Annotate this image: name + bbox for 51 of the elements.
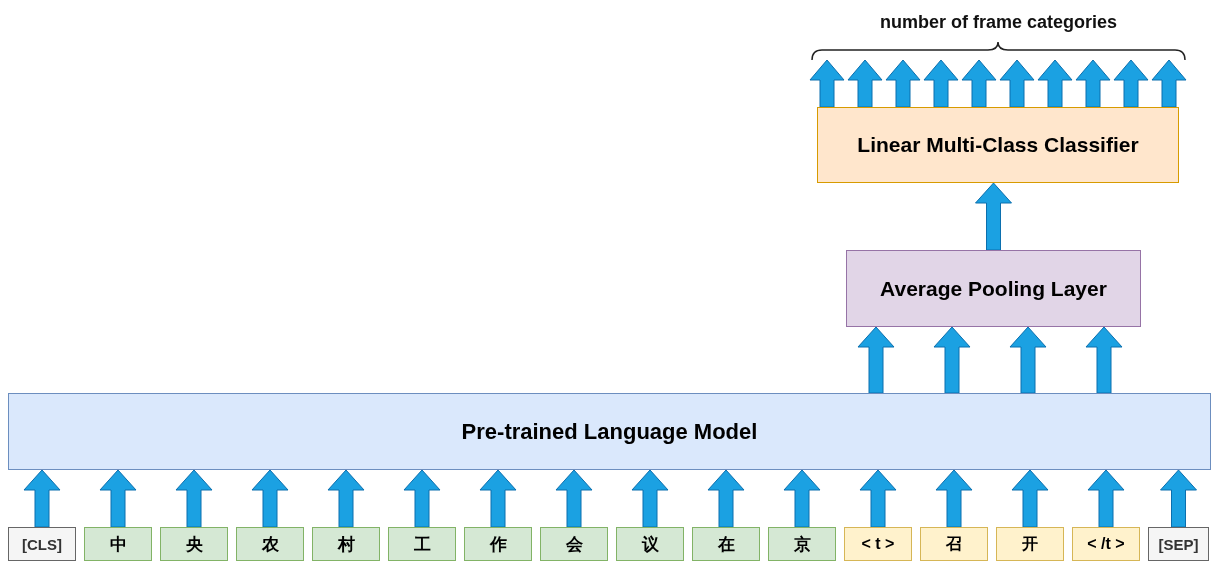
block-arrow [923, 59, 959, 108]
token-box: 央 [160, 527, 228, 561]
block-arrow [999, 59, 1035, 108]
token-box: 在 [692, 527, 760, 561]
block-arrow [1160, 469, 1197, 528]
block-arrow [961, 59, 997, 108]
token-box: 农 [236, 527, 304, 561]
block-arrow [1151, 59, 1187, 108]
block-arrow [631, 469, 669, 528]
token-box: 中 [84, 527, 152, 561]
block-arrow [1037, 59, 1073, 108]
block-arrow [847, 59, 883, 108]
block-arrow [1113, 59, 1149, 108]
model-box: Pre-trained Language Model [8, 393, 1211, 470]
special-token-box: [SEP] [1148, 527, 1209, 561]
block-arrow [403, 469, 441, 528]
block-arrow [1075, 59, 1111, 108]
block-arrow [933, 326, 971, 394]
special-token-box: [CLS] [8, 527, 76, 561]
token-box: 议 [616, 527, 684, 561]
token-box: 村 [312, 527, 380, 561]
block-arrow [857, 326, 895, 394]
block-arrow [859, 469, 897, 528]
bracket-label: number of frame categories [878, 12, 1119, 33]
token-box: 会 [540, 527, 608, 561]
block-arrow [175, 469, 213, 528]
block-arrow [1085, 326, 1123, 394]
block-arrow [975, 182, 1012, 251]
block-arrow [935, 469, 973, 528]
token-box: < /t > [1072, 527, 1140, 561]
block-arrow [479, 469, 517, 528]
block-arrow [555, 469, 593, 528]
token-box: < t > [844, 527, 912, 561]
block-arrow [327, 469, 365, 528]
token-box: 京 [768, 527, 836, 561]
token-box: 作 [464, 527, 532, 561]
token-box: 工 [388, 527, 456, 561]
token-box: 开 [996, 527, 1064, 561]
token-box: 召 [920, 527, 988, 561]
layer-box: Average Pooling Layer [846, 250, 1141, 327]
block-arrow [809, 59, 845, 108]
block-arrow [251, 469, 289, 528]
block-arrow [1087, 469, 1125, 528]
block-arrow [1009, 326, 1047, 394]
block-arrow [783, 469, 821, 528]
block-arrow [885, 59, 921, 108]
block-arrow [23, 469, 61, 528]
block-arrow [1011, 469, 1049, 528]
classifier-box: Linear Multi-Class Classifier [817, 107, 1179, 183]
block-arrow [707, 469, 745, 528]
block-arrow [99, 469, 137, 528]
